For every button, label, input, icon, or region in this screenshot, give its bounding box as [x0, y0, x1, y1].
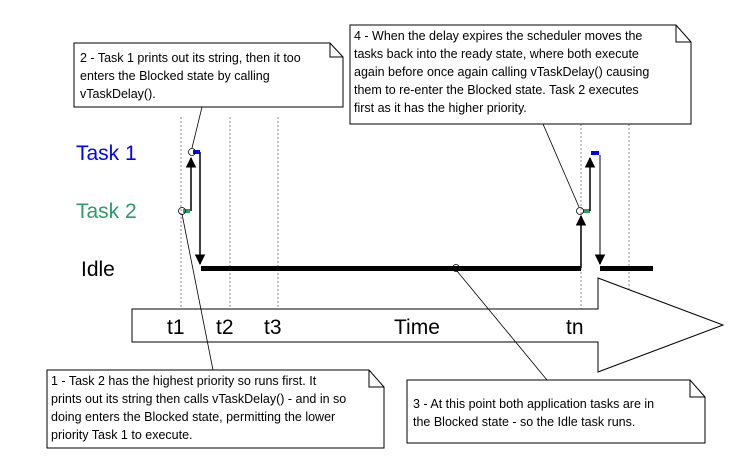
note-3-line-1: 3 - At this point both application tasks… — [413, 397, 654, 411]
leader-note-1 — [181, 213, 214, 371]
note-4-line-2: tasks back into the ready state, where b… — [354, 47, 639, 61]
row-label-task2: Task 2 — [76, 200, 137, 223]
anchor-note-3 — [452, 264, 460, 272]
execution-bars — [183, 150, 653, 271]
time-axis-arrow — [131, 277, 725, 373]
transition-arrows — [185, 152, 606, 268]
time-tick-tn: tn — [566, 316, 584, 339]
task1-run-segment-1 — [193, 150, 200, 154]
note-4-line-5: first as it has the higher priority. — [354, 101, 527, 115]
note-2-line-1: 2 - Task 1 prints out its string, then i… — [80, 51, 301, 65]
leader-note-4 — [542, 123, 580, 208]
row-label-idle: Idle — [81, 258, 115, 281]
task2-run-segment-2 — [583, 209, 590, 213]
time-tick-t2: t2 — [216, 316, 234, 339]
anchor-note-1 — [178, 207, 186, 215]
time-gridlines — [180, 117, 630, 309]
note-2-line-2: enters the Blocked state by calling — [80, 69, 270, 83]
leader-note-2 — [191, 106, 203, 149]
task2-run-segment-1 — [183, 209, 190, 213]
note-2-line-3: vTaskDelay(). — [80, 87, 156, 101]
note-1-line-3: doing enters the Blocked state, permitti… — [51, 410, 335, 424]
time-tick-t1: t1 — [167, 316, 185, 339]
row-label-task1: Task 1 — [76, 142, 137, 165]
leader-note-3 — [456, 270, 548, 381]
note-1-line-2: prints out its string then calls vTaskDe… — [51, 392, 346, 406]
callout-note-1: 1 - Task 2 has the highest priority so r… — [46, 369, 385, 449]
idle-run-segment-1 — [201, 266, 581, 271]
callout-note-2: 2 - Task 1 prints out its string, then i… — [73, 42, 344, 108]
anchor-note-2 — [188, 148, 196, 156]
time-axis-label: Time — [394, 316, 440, 339]
time-axis: t1 t2 t3 Time tn — [131, 277, 725, 373]
note-1-line-1: 1 - Task 2 has the highest priority so r… — [51, 374, 317, 388]
note-1-line-4: priority Task 1 to execute. — [51, 428, 193, 442]
callout-note-4: 4 - When the delay expires the scheduler… — [349, 24, 692, 125]
leader-lines — [178, 106, 584, 381]
note-4-line-1: 4 - When the delay expires the scheduler… — [354, 29, 642, 43]
note-4-line-3: again before once again calling vTaskDel… — [354, 65, 649, 79]
note-3-line-2: the Blocked state - so the Idle task run… — [413, 415, 635, 429]
idle-run-segment-2 — [600, 266, 653, 271]
note-4-line-4: them to re-enter the Blocked state. Task… — [354, 83, 639, 97]
task1-run-segment-2 — [591, 151, 599, 155]
callout-note-3: 3 - At this point both application tasks… — [406, 379, 706, 444]
anchor-note-4 — [576, 207, 584, 215]
time-tick-t3: t3 — [264, 316, 282, 339]
